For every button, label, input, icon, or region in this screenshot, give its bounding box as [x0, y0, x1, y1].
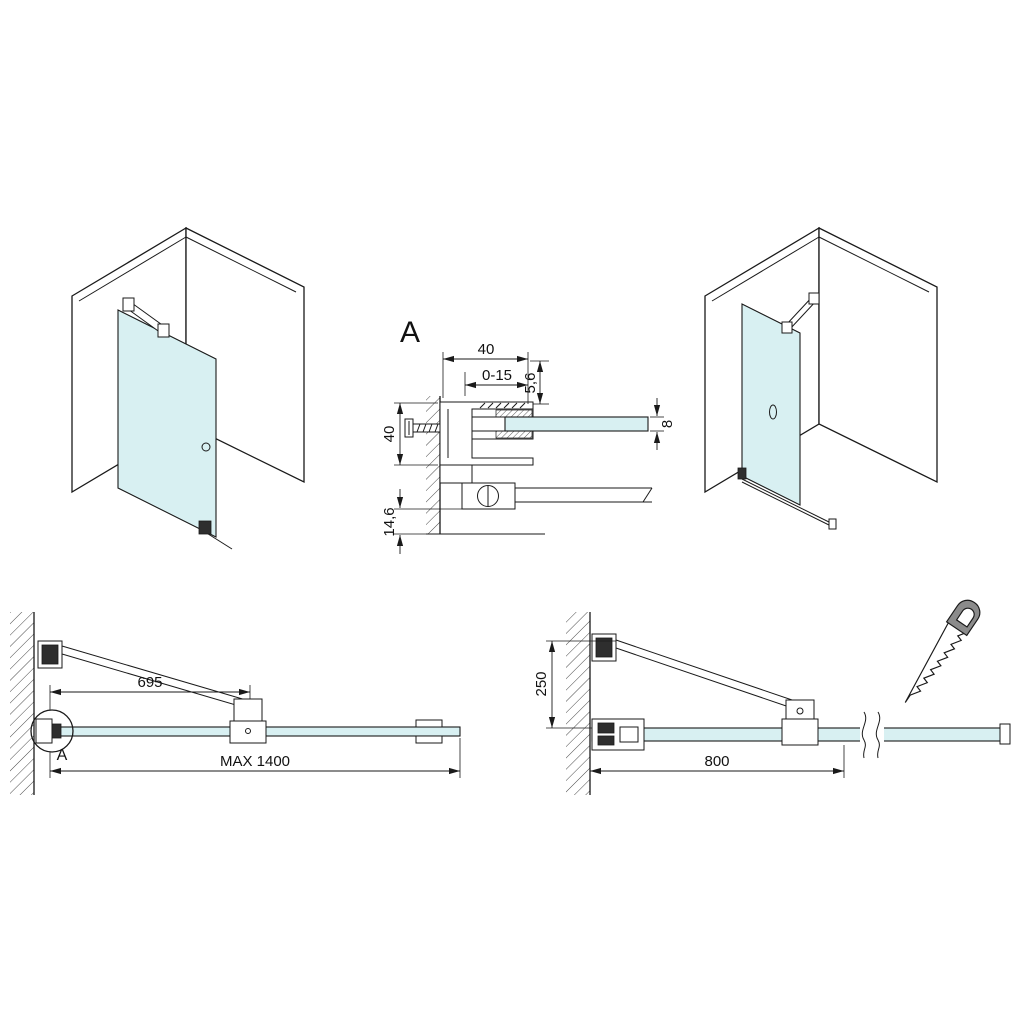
svg-text:MAX 1400: MAX 1400	[220, 753, 290, 770]
wall-hatch	[10, 612, 34, 795]
end-cap	[999, 723, 1011, 745]
svg-text:5,6: 5,6	[522, 373, 539, 394]
glass-panel	[117, 309, 217, 538]
svg-text:40: 40	[478, 341, 495, 358]
arm-clamp	[233, 698, 263, 724]
dimension-cut-width: 800	[590, 745, 845, 778]
floor-rail	[741, 478, 837, 530]
glass-panel	[741, 303, 801, 506]
detail-circle	[30, 709, 74, 753]
floor-rail-section	[515, 487, 653, 503]
svg-text:14,6: 14,6	[381, 507, 398, 536]
isometric-view-left	[71, 226, 305, 550]
clamp-screw	[245, 728, 251, 734]
dimension-adjust-range: 0-15	[464, 367, 528, 396]
svg-text:0-15: 0-15	[482, 367, 512, 384]
gasket-lower	[495, 430, 533, 439]
wall-top-edge-inner-right	[818, 236, 930, 293]
screw-threads	[416, 423, 439, 433]
support-bar-glass-clamp	[781, 321, 793, 334]
isometric-view-right	[704, 226, 938, 530]
arm-glass-clamp	[781, 718, 819, 746]
lower-connector	[439, 464, 473, 484]
detail-section-view: A	[381, 316, 676, 554]
wall-top-edge-inner-left	[78, 236, 187, 302]
bottom-pivot	[737, 467, 747, 480]
profile-serration	[479, 402, 526, 409]
dimension-top-width: 40	[442, 341, 529, 404]
arm-glass-clamp	[229, 720, 267, 744]
end-fitting	[415, 719, 443, 744]
saw-blade	[904, 620, 970, 703]
plan-view-right: 250 800	[533, 599, 1011, 795]
svg-text:800: 800	[704, 753, 729, 770]
support-bar-wall-clamp	[808, 292, 820, 305]
detail-label: A	[400, 316, 420, 349]
bottom-fitting	[198, 520, 212, 535]
glass-section	[504, 416, 649, 432]
arm-wall-plate-inner	[41, 644, 59, 665]
glass-hole	[201, 442, 211, 452]
svg-text:8: 8	[659, 420, 676, 428]
arm-wall-plate-inner	[595, 637, 613, 658]
saw-handle	[945, 599, 981, 637]
dimension-glass-thickness: 8	[650, 398, 676, 450]
svg-text:40: 40	[381, 426, 398, 443]
dimension-arm-length: 695	[49, 674, 251, 710]
wall-top-edge-inner-left	[711, 236, 820, 302]
saw-icon	[904, 599, 981, 703]
anchor-screw-circle	[477, 485, 499, 507]
clamp-screw	[796, 707, 804, 715]
dimension-max-width: MAX 1400	[49, 738, 461, 778]
break-symbol	[860, 711, 884, 759]
support-bar-glass-clamp	[157, 323, 170, 338]
floor-rail-line	[204, 531, 233, 550]
svg-text:695: 695	[137, 674, 162, 691]
wall-bracket	[35, 718, 62, 744]
door-handle	[769, 404, 777, 420]
support-arm	[591, 633, 819, 746]
dimension-arm-height: 250	[533, 640, 616, 729]
svg-text:250: 250	[533, 671, 550, 696]
dimension-profile-height: 40	[381, 402, 438, 466]
wall-hatch	[566, 612, 590, 795]
detail-circle-label: A	[57, 747, 68, 764]
wall-top-edge-inner-right	[185, 236, 297, 293]
wall-glass-fitting	[591, 718, 645, 751]
support-bar-wall-clamp	[122, 297, 135, 312]
dimension-seal-gap: 5,6	[522, 360, 549, 405]
arm-bar	[615, 639, 799, 711]
dimension-floor-offset: 14,6	[381, 489, 462, 554]
gasket-upper	[495, 409, 533, 418]
right-wall-face	[818, 226, 938, 484]
plan-view-left: A 695 MAX 1400	[10, 612, 461, 795]
